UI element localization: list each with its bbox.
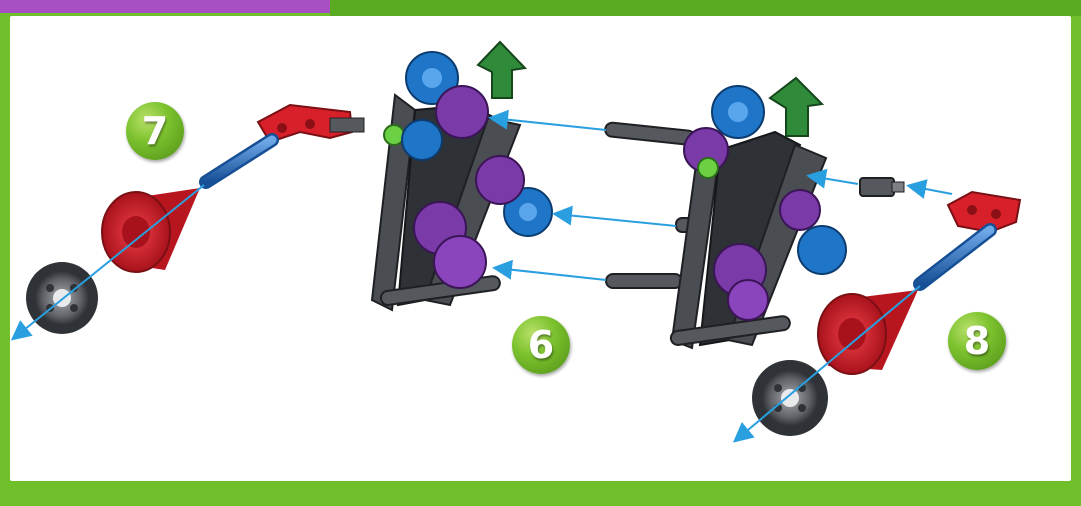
gray-connector — [860, 178, 904, 196]
step-badge-8: 8 — [948, 312, 1006, 370]
right-blue-rod — [920, 230, 990, 284]
right-cone-wheel — [818, 290, 918, 374]
left-purple-gear-1 — [436, 86, 488, 138]
left-purple-gear-4 — [434, 236, 486, 288]
step-number-6: 6 — [528, 323, 554, 367]
left-purple-gear-2 — [476, 156, 524, 204]
right-frame — [670, 78, 846, 348]
left-wheel-assembly — [14, 105, 364, 338]
step-badge-6: 6 — [512, 316, 570, 374]
step-number-7: 7 — [142, 109, 168, 153]
left-blue-rod — [206, 140, 272, 182]
red-connector-arrow — [910, 186, 952, 194]
left-blue-gear-mid — [402, 120, 442, 160]
left-frame — [372, 42, 552, 310]
step-badge-7: 7 — [126, 102, 184, 160]
step-number-8: 8 — [964, 319, 990, 363]
left-tire — [26, 262, 98, 334]
